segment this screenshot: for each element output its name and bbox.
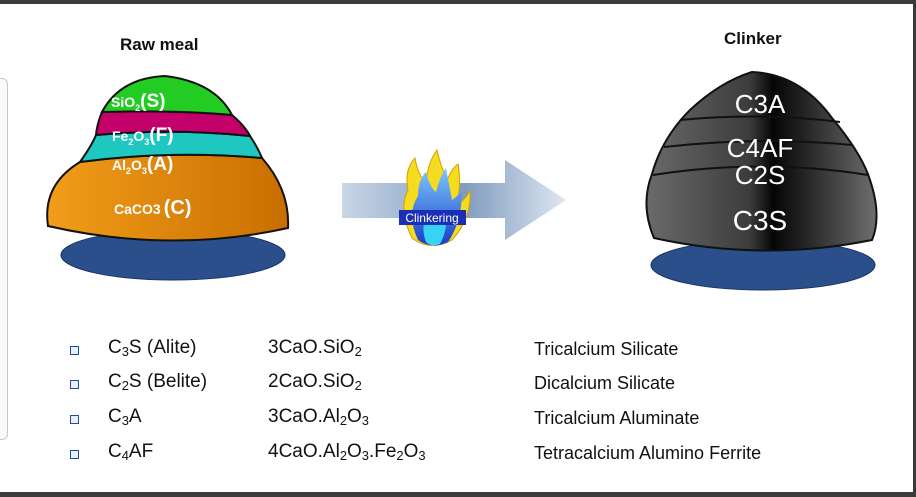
clinker-layer-label: C2S — [735, 160, 786, 190]
phase-name: Tetracalcium Alumino Ferrite — [534, 443, 762, 463]
bullet-icon — [70, 380, 79, 389]
clinker-layer-label: C3A — [735, 89, 786, 119]
clinker-divider-2 — [663, 139, 853, 148]
flame-icon — [403, 148, 471, 246]
bullet-icon — [70, 450, 79, 459]
phase-oxide: 2CaO.SiO2 — [268, 371, 362, 394]
phase-row: C3S (Alite) 3CaO.SiO2 Tricalcium Silicat… — [70, 337, 850, 367]
clinker-layer-label: C3S — [733, 205, 787, 236]
clinker-divider-1 — [679, 115, 841, 123]
slide-panel-tab[interactable] — [0, 78, 8, 440]
phase-row: C3A 3CaO.Al2O3 Tricalcium Aluminate — [70, 406, 850, 436]
phase-oxide: 3CaO.SiO2 — [268, 337, 362, 360]
window-top-border — [0, 0, 916, 4]
label-fe2o3: Fe2O3(F) — [112, 125, 174, 147]
phase-oxide: 4CaO.Al2O3.Fe2O3 — [268, 441, 426, 464]
phase-name: Tricalcium Silicate — [534, 339, 679, 359]
phase-abbr: C3A — [108, 406, 142, 429]
phase-name: Tricalcium Aluminate — [534, 408, 700, 428]
phase-name: Dicalcium Silicate — [534, 373, 676, 393]
phase-abbr: C3S (Alite) — [108, 337, 197, 360]
phase-row: C2S (Belite) 2CaO.SiO2 Dicalcium Silicat… — [70, 371, 850, 401]
phase-abbr: C4AF — [108, 441, 154, 464]
phase-oxide: 3CaO.Al2O3 — [268, 406, 369, 429]
clinker-dome — [645, 70, 878, 252]
phase-row: C4AF 4CaO.Al2O3.Fe2O3 Tetracalcium Alumi… — [70, 441, 850, 471]
window-bottom-border — [0, 492, 916, 497]
clinkering-label-bg — [399, 210, 466, 225]
clinker-divider-3 — [652, 165, 869, 176]
window-right-border — [913, 0, 916, 497]
label-al2o3: Al2O3(A) — [112, 154, 173, 176]
raw-meal-title: Raw meal — [120, 35, 199, 54]
bullet-icon — [70, 346, 79, 355]
label-caco3: CaCO3(C) — [114, 197, 191, 219]
bullet-icon — [70, 415, 79, 424]
clinker-title: Clinker — [724, 29, 782, 48]
layer-sio2-s — [100, 74, 234, 117]
label-sio2: SiO2(S) — [111, 91, 165, 113]
clinkering-label: Clinkering — [405, 211, 458, 225]
phase-abbr: C2S (Belite) — [108, 371, 208, 394]
clinker-formation-diagram: SiO2(S) Fe2O3(F) Al2O3(A) CaCO3(C) Clink… — [46, 70, 878, 291]
clinker-layer-label: C4AF — [727, 133, 793, 163]
